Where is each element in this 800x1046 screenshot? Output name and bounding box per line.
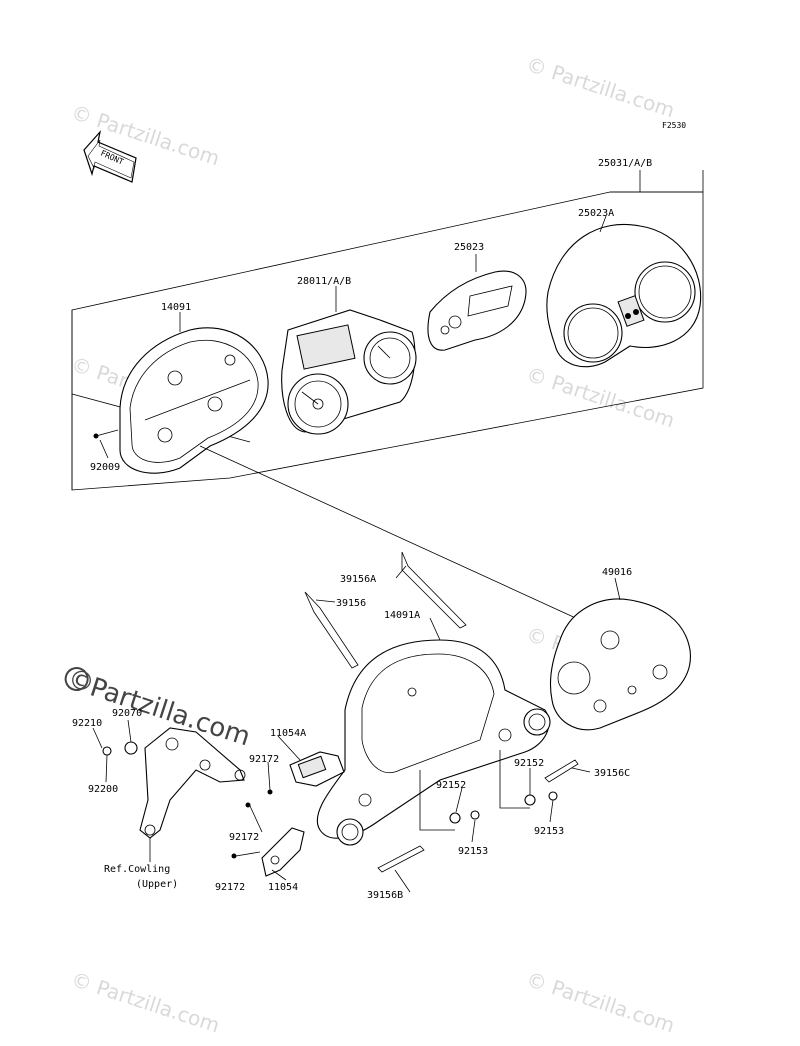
label-92009: 92009 <box>90 462 120 473</box>
label-92200: 92200 <box>88 784 118 795</box>
label-92172-b: 92172 <box>229 832 259 843</box>
label-92210: 92210 <box>72 718 102 729</box>
label-11054: 11054 <box>268 882 298 893</box>
label-92153-a: 92153 <box>458 846 488 857</box>
label-92152-b: 92152 <box>514 758 544 769</box>
label-39156C: 39156C <box>594 768 630 779</box>
ref-cowling-sublabel: (Upper) <box>136 879 178 890</box>
label-25023: 25023 <box>454 242 484 253</box>
label-39156: 39156 <box>336 598 366 609</box>
meter-cover-25023A <box>546 223 702 368</box>
watermark-bottom-right: © Partzilla.com <box>523 967 677 1038</box>
label-92172-c: 92172 <box>215 882 245 893</box>
screws-92172 <box>231 789 273 859</box>
label-39156B: 39156B <box>367 890 403 901</box>
meter-panel-28011 <box>281 309 417 435</box>
gasket-49016 <box>549 598 691 731</box>
meter-housing-14091 <box>119 327 269 474</box>
label-11054A: 11054A <box>270 728 306 739</box>
label-92070: 92070 <box>112 708 142 719</box>
watermark-top-right: © Partzilla.com <box>523 52 677 123</box>
fasteners-92152-92153 <box>449 791 558 824</box>
screw-92009 <box>93 429 119 439</box>
front-arrow-icon: FRONT <box>83 129 137 183</box>
copyright-circle-icon <box>64 667 89 692</box>
seal-strips <box>304 551 579 873</box>
meter-lens-25023 <box>427 270 527 351</box>
bracket-11054 <box>261 827 305 877</box>
lower-housing-14091A <box>316 639 551 846</box>
bracket-mount <box>102 727 246 839</box>
label-39156A: 39156A <box>340 574 376 585</box>
label-49016: 49016 <box>602 567 632 578</box>
part-labels: 25031/A/B 25023A 25023 28011/A/B 14091 9… <box>72 158 652 901</box>
bracket-11054A <box>289 751 345 787</box>
label-25023A: 25023A <box>578 208 614 219</box>
label-92172-a: 92172 <box>249 754 279 765</box>
figure-code: F2530 <box>662 121 686 130</box>
label-92152-a: 92152 <box>436 780 466 791</box>
label-92153-b: 92153 <box>534 826 564 837</box>
label-25031: 25031/A/B <box>598 158 652 169</box>
label-28011: 28011/A/B <box>297 276 351 287</box>
leader-lines <box>92 170 641 893</box>
label-14091A: 14091A <box>384 610 420 621</box>
label-14091: 14091 <box>161 302 191 313</box>
ref-cowling-label: Ref.Cowling <box>104 864 170 875</box>
watermark-bottom-left: © Partzilla.com <box>68 967 222 1038</box>
